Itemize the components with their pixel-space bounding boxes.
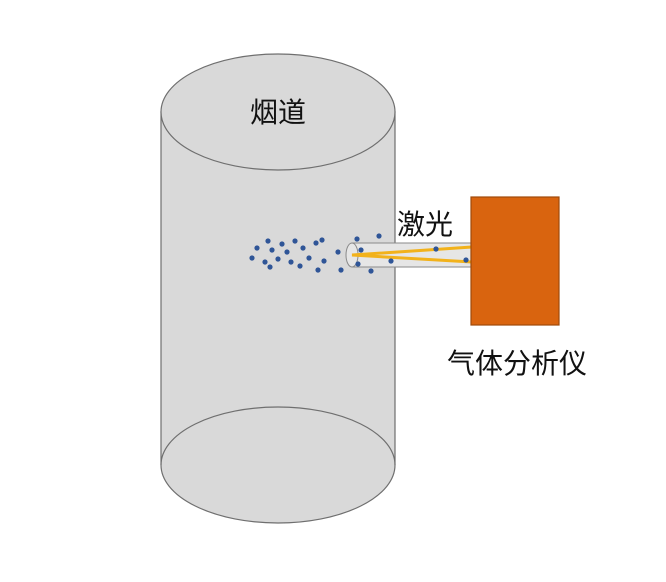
particle <box>388 258 394 264</box>
particle <box>279 241 285 247</box>
particle <box>338 267 344 273</box>
particle <box>306 255 312 261</box>
chimney-body <box>160 111 396 524</box>
chimney-bottom-back-arc <box>160 406 396 466</box>
particle <box>254 245 260 251</box>
gas-analyzer-box <box>470 196 560 326</box>
particle <box>376 233 382 239</box>
particle <box>284 249 290 255</box>
particle <box>288 259 294 265</box>
laser-label: 激光 <box>397 208 453 241</box>
particle <box>355 261 361 267</box>
particle <box>368 268 374 274</box>
gas-analyzer-label: 气体分析仪 <box>447 347 587 380</box>
particle <box>267 264 273 270</box>
chimney-top-ellipse <box>160 53 396 171</box>
particle <box>358 247 364 253</box>
particle <box>269 247 275 253</box>
particle <box>319 237 325 243</box>
particle <box>292 238 298 244</box>
laser-beam <box>351 245 473 264</box>
particle <box>275 256 281 262</box>
particle <box>249 255 255 261</box>
particle <box>265 238 271 244</box>
particle <box>463 257 469 263</box>
particle <box>300 245 306 251</box>
chimney-cylinder <box>160 53 396 524</box>
particle <box>354 236 360 242</box>
particle <box>335 249 341 255</box>
particle <box>433 246 439 252</box>
chimney-label: 烟道 <box>250 96 306 129</box>
particles <box>249 233 469 274</box>
particle <box>321 258 327 264</box>
particle <box>297 263 303 269</box>
particle <box>313 240 319 246</box>
particle <box>262 259 268 265</box>
particle <box>315 267 321 273</box>
